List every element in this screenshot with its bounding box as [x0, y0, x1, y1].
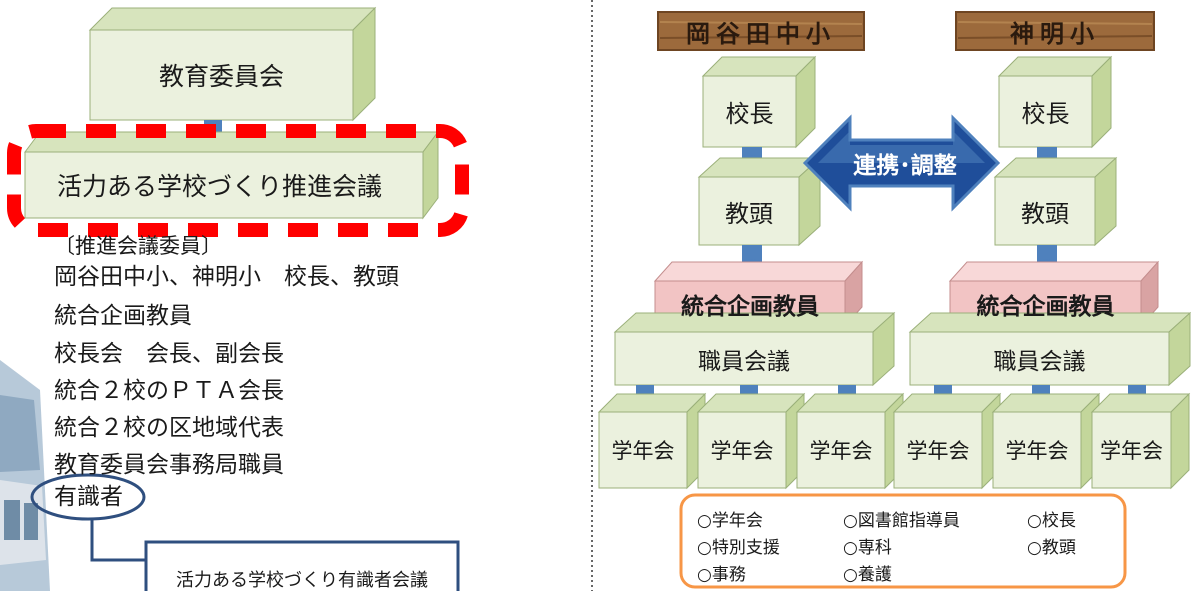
experts-label: 有識者	[54, 484, 123, 510]
grade-meeting: 学年会	[611, 439, 675, 463]
link-label: 連携･調整	[853, 153, 957, 179]
members-heading: 〔推進会議委員〕	[54, 234, 222, 258]
school-b-sign: 神明小	[1010, 18, 1100, 48]
coord-teacher-b: 統合企画教員	[976, 293, 1115, 320]
experts-ellipse	[30, 473, 146, 521]
sign-board-b	[955, 11, 1155, 51]
legend-item: ○校長	[1027, 511, 1076, 531]
box-principal-b	[997, 55, 1113, 149]
legend-item: ○特別支援	[697, 538, 780, 558]
box-vice-a	[697, 156, 822, 247]
council-label: 活力ある学校づくり推進会議	[57, 172, 383, 201]
vice-principal-a: 教頭	[725, 199, 773, 228]
principal-a: 校長	[725, 100, 774, 128]
box-staff-b	[908, 311, 1191, 387]
grade-meeting: 学年会	[906, 439, 970, 463]
legend-item: ○養護	[843, 565, 892, 585]
vice-principal-b: 教頭	[1021, 199, 1069, 228]
school-building-photo	[0, 360, 50, 591]
legend-item: ○図書館指導員	[843, 511, 960, 531]
box-staff-a	[613, 311, 896, 387]
council-highlight-frame	[7, 124, 469, 237]
experts-connector	[90, 519, 148, 562]
box-council	[24, 130, 439, 220]
box-principal-a	[701, 55, 817, 149]
sign-board-a	[657, 11, 865, 51]
grade-meeting: 学年会	[710, 439, 774, 463]
member-item: 校長会 会長、副会長	[54, 341, 284, 367]
member-item: 統合企画教員	[54, 303, 192, 329]
legend-item: ○教頭	[1027, 538, 1076, 558]
staff-meeting-a: 職員会議	[698, 348, 790, 375]
legend-frame	[679, 493, 1127, 589]
coord-teacher-a: 統合企画教員	[681, 293, 819, 320]
grade-meeting: 学年会	[809, 439, 873, 463]
box-committee	[88, 6, 377, 122]
staff-meeting-b: 職員会議	[993, 348, 1086, 375]
legend-item: ○学年会	[697, 511, 763, 531]
member-item: 教育委員会事務局職員	[54, 452, 284, 478]
box-vice-b	[993, 156, 1118, 247]
school-a-sign: 岡谷田中小	[686, 18, 836, 48]
grade-meeting: 学年会	[1005, 439, 1069, 463]
member-item: 統合２校の区地域代表	[54, 415, 284, 441]
grade-boxes	[597, 392, 1191, 490]
committee-label: 教育委員会	[158, 62, 284, 91]
link-double-arrow	[802, 114, 1001, 212]
legend-item: ○事務	[697, 565, 746, 585]
grade-meeting: 学年会	[1100, 439, 1163, 463]
expert-meeting-box	[144, 540, 460, 591]
member-item: 岡谷田中小、神明小 校長、教頭	[54, 264, 399, 290]
expert-meeting-label: 活力ある学校づくり有識者会議	[176, 570, 428, 591]
legend-item: ○専科	[843, 538, 892, 558]
member-item: 統合２校のＰＴＡ会長	[54, 378, 284, 404]
principal-b: 校長	[1021, 100, 1070, 128]
